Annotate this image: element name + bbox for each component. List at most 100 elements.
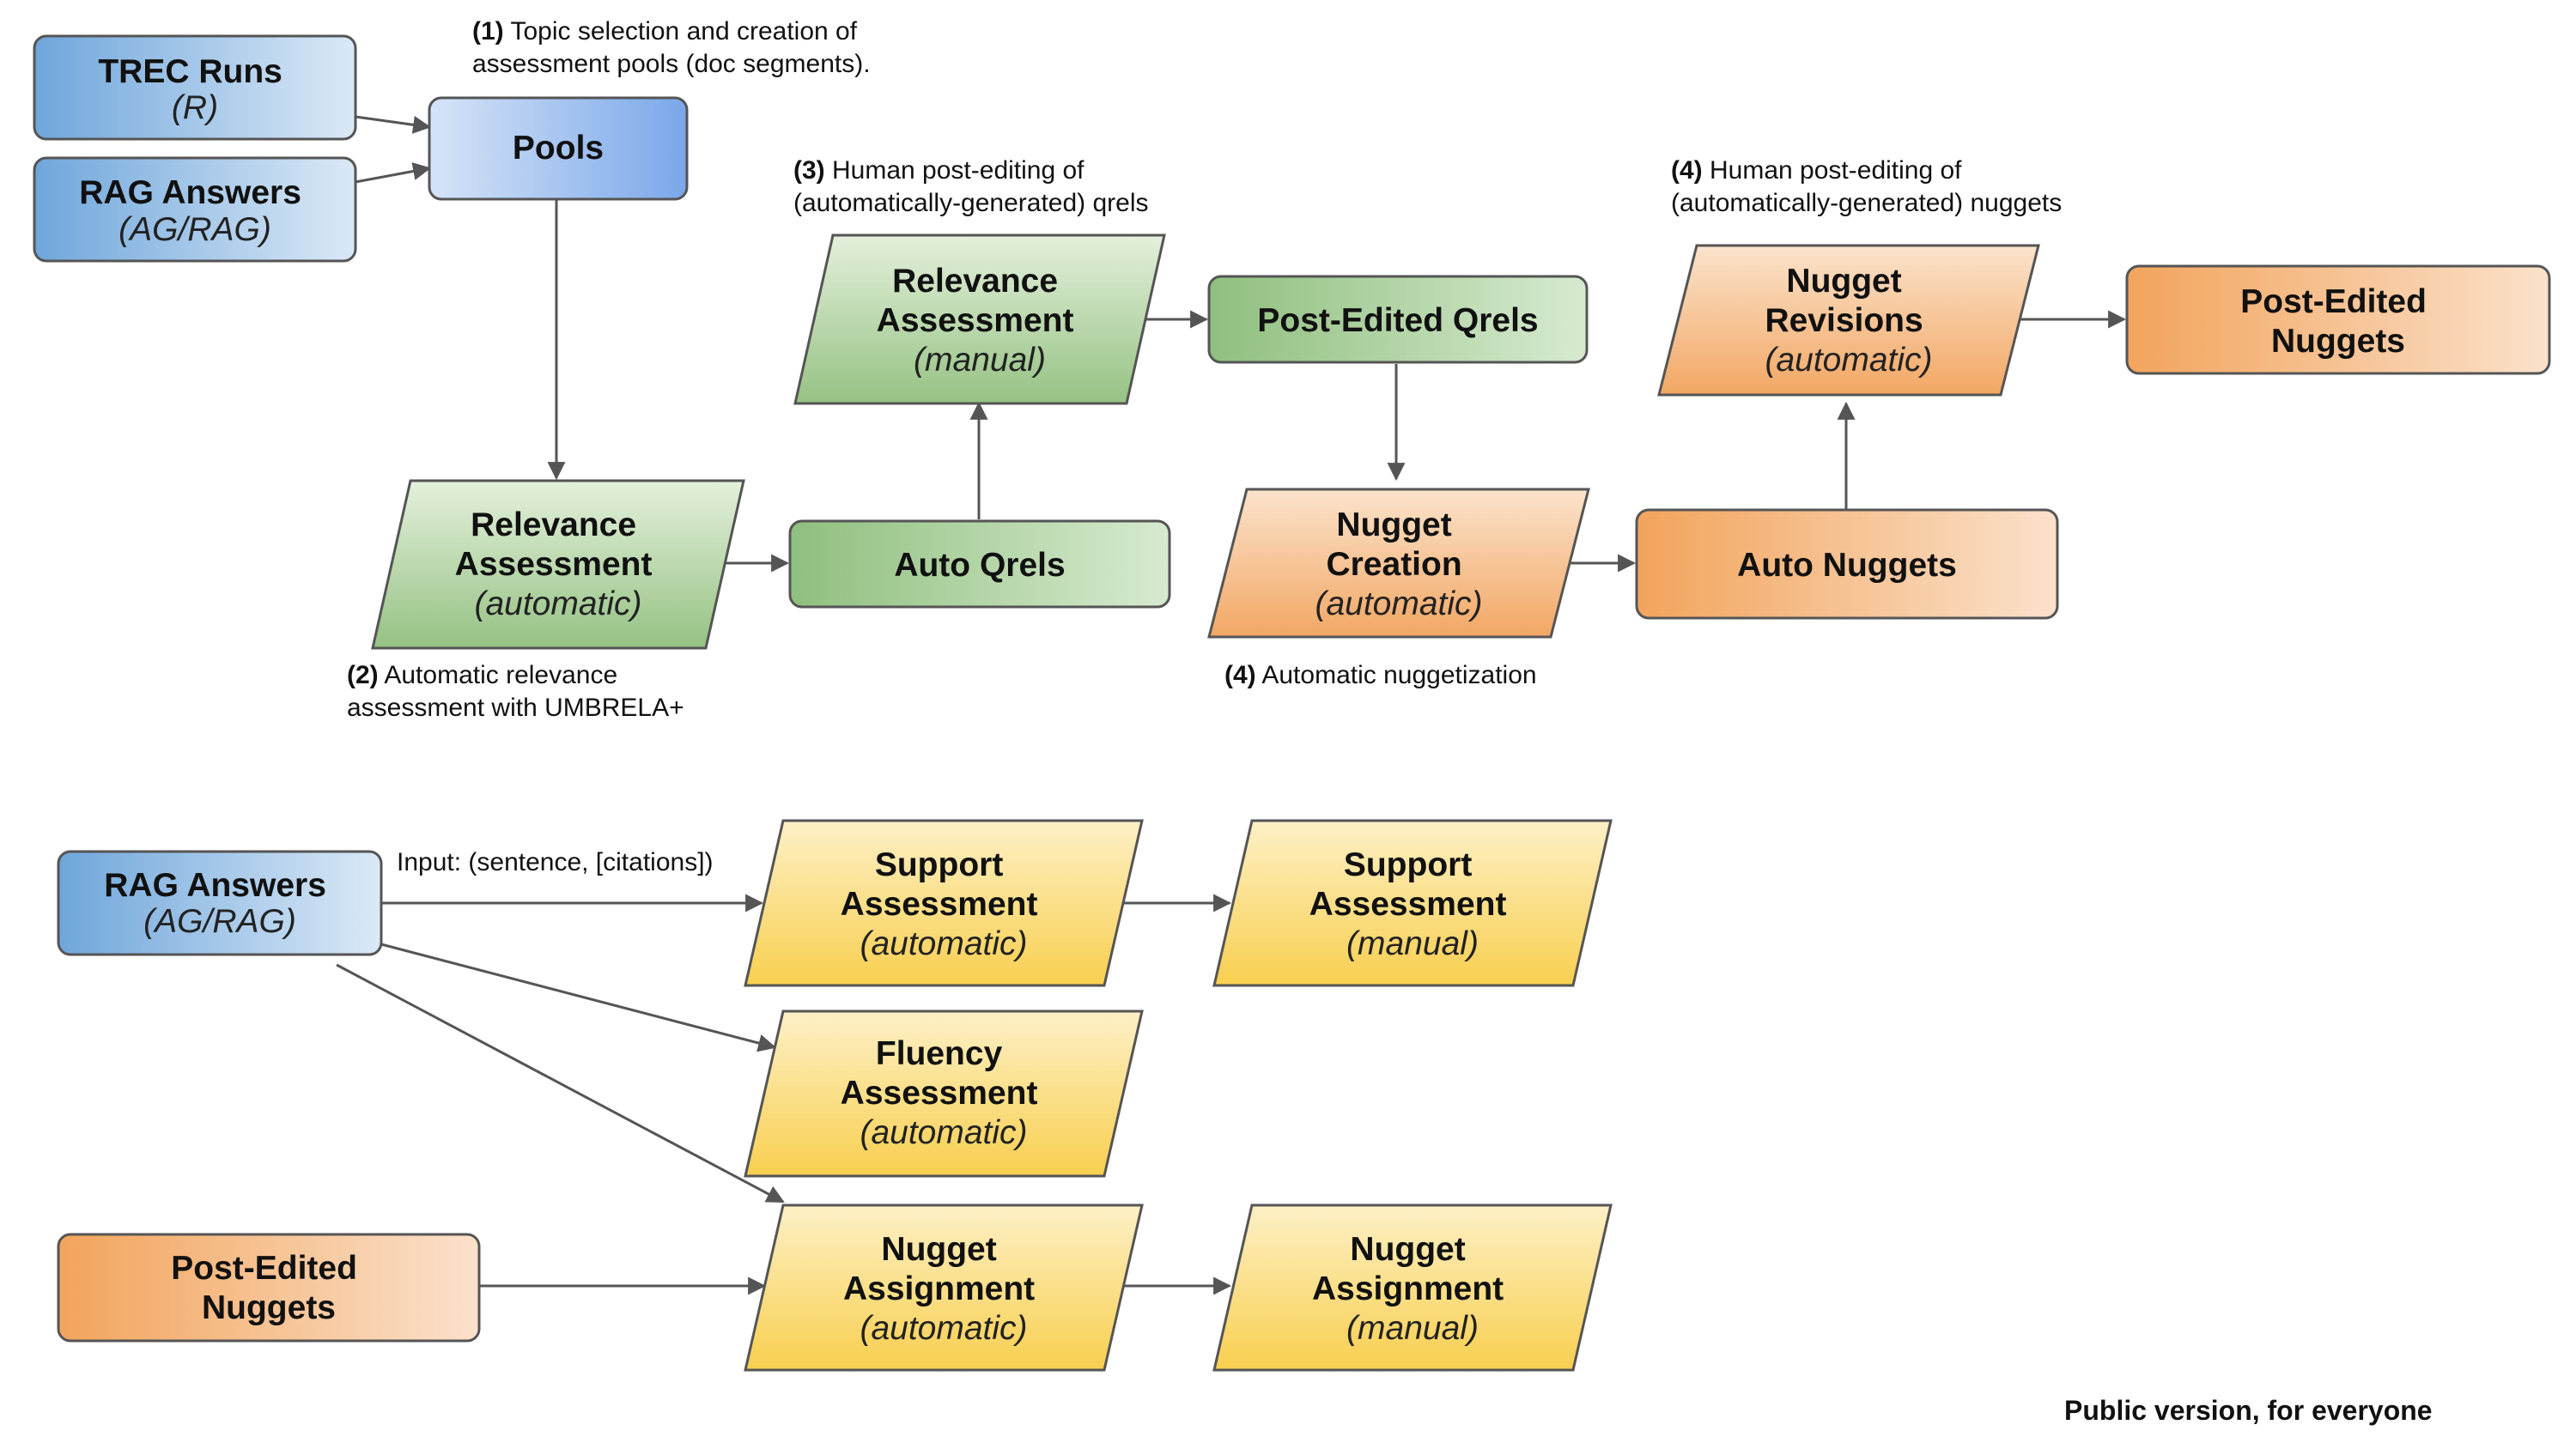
svg-text:RAG Answers (AG/RAG): RAG Answers (AG/RAG)	[104, 867, 335, 940]
post-edited-nuggets-top-line2: Nuggets	[2271, 323, 2405, 360]
node-fluency-auto: Fluency Assessment (automatic)	[744, 1009, 1144, 1178]
support-manual-sub: (manual)	[1346, 925, 1479, 962]
nugget-creation-line2: Creation	[1326, 546, 1461, 583]
edge-rag-answers-to-pools	[355, 162, 432, 184]
pools-title: Pools	[513, 130, 604, 167]
post-edited-qrels-title: Post-Edited Qrels	[1257, 302, 1538, 339]
post-edited-nuggets-bottom-line2: Nuggets	[202, 1289, 336, 1326]
svg-text:Post-Edited Nuggets: Post-Edited Nuggets	[2240, 283, 2436, 360]
node-pools: Pools	[428, 96, 689, 201]
svg-text:Nugget Revisions (: Nugget Revisions (automatic)	[1765, 263, 1932, 379]
relevance-manual-line2: Assessment	[877, 302, 1074, 339]
node-support-manual: Support Assessment (manual)	[1212, 819, 1613, 987]
note-step4a-line1: Automatic nuggetization	[1261, 661, 1536, 689]
auto-qrels-title: Auto Qrels	[894, 547, 1065, 584]
nugget-assign-auto-line2: Assignment	[843, 1270, 1035, 1307]
svg-text:Support Assessment: Support Assessment (manual)	[1309, 846, 1516, 962]
edge-trec-runs-to-pools	[355, 115, 432, 134]
svg-text:Nugget Assignment: Nugget Assignment (manual)	[1312, 1231, 1513, 1347]
fluency-auto-line2: Assessment	[841, 1075, 1038, 1112]
edges	[336, 115, 2127, 1295]
auto-nuggets-title: Auto Nuggets	[1737, 547, 1957, 584]
rag-answers-top-sub: (AG/RAG)	[118, 211, 271, 248]
note-step4b-line1: Human post-editing of	[1710, 156, 1962, 185]
rag-answers-top-title: RAG Answers	[79, 174, 301, 211]
nugget-revisions-sub: (automatic)	[1765, 342, 1932, 379]
node-nugget-assign-manual: Nugget Assignment (manual)	[1212, 1203, 1613, 1372]
svg-text:Nugget Creation (a: Nugget Creation (automatic)	[1315, 506, 1482, 622]
svg-text:Pools: Pools	[513, 130, 604, 167]
svg-text:RAG Answers (AG/RAG): RAG Answers (AG/RAG)	[79, 174, 310, 248]
note-step3: (3) Human post-editing of (automatically…	[793, 156, 1149, 217]
edge-label-input: Input: (sentence, [citations])	[397, 848, 714, 876]
node-post-edited-nuggets-top: Post-Edited Nuggets	[2125, 264, 2551, 375]
svg-text:Auto Qrels: Auto Qrels	[894, 547, 1065, 584]
note-step4b-line2: (automatically-generated) nuggets	[1671, 189, 2062, 217]
note-step2-line1: Automatic relevance	[384, 661, 617, 689]
nugget-creation-sub: (automatic)	[1315, 585, 1482, 622]
edge-rag-answers-to-nugget-assign-auto	[336, 963, 785, 1203]
post-edited-nuggets-bottom-line1: Post-Edited	[171, 1250, 357, 1287]
note-step1-num: (1)	[472, 17, 504, 45]
node-nugget-creation: Nugget Creation (automatic)	[1207, 488, 1590, 639]
nugget-assign-manual-line1: Nugget	[1350, 1231, 1465, 1268]
svg-text:Post-Edited Qrels: Post-Edited Qrels	[1257, 302, 1538, 339]
svg-text:Post-Edited Nuggets: Post-Edited Nuggets	[171, 1250, 367, 1326]
svg-text:Support Assessment: Support Assessment (automatic)	[841, 846, 1048, 962]
note-step4b-num: (4)	[1671, 156, 1703, 185]
note-step4a: (4) Automatic nuggetization	[1224, 661, 1537, 689]
svg-text:Relevance Assessment: Relevance Assessment (manual)	[877, 263, 1084, 379]
svg-text:Relevance Assessment: Relevance Assessment (automatic)	[455, 506, 662, 622]
note-step2-line2: assessment with UMBRELA+	[347, 694, 684, 722]
nugget-assign-auto-line1: Nugget	[881, 1231, 996, 1268]
rag-answers-bottom-title: RAG Answers	[104, 867, 326, 904]
node-rag-answers-bottom: RAG Answers (AG/RAG)	[57, 850, 383, 956]
footer-label: Public version, for everyone	[2064, 1395, 2433, 1426]
note-step1-line1: Topic selection and creation of	[510, 17, 857, 45]
svg-text:Auto Nuggets: Auto Nuggets	[1737, 547, 1957, 584]
nugget-assign-manual-sub: (manual)	[1346, 1310, 1479, 1347]
node-nugget-assign-auto: Nugget Assignment (automatic)	[744, 1203, 1144, 1372]
note-step2: (2) Automatic relevance assessment with …	[347, 661, 684, 722]
edge-rag-answers-to-fluency-auto	[380, 943, 777, 1052]
node-rag-answers-top: RAG Answers (AG/RAG)	[33, 156, 357, 263]
svg-text:Nugget Assignment: Nugget Assignment (automatic)	[843, 1231, 1044, 1347]
note-step3-line2: (automatically-generated) qrels	[793, 189, 1149, 217]
trec-runs-sub: (R)	[172, 89, 218, 126]
note-step4a-num: (4)	[1224, 661, 1256, 689]
node-post-edited-nuggets-bottom: Post-Edited Nuggets	[57, 1233, 481, 1343]
support-manual-line1: Support	[1344, 846, 1472, 883]
note-step2-num: (2)	[347, 661, 379, 689]
node-relevance-manual: Relevance Assessment (manual)	[793, 233, 1166, 405]
fluency-auto-line1: Fluency	[876, 1035, 1003, 1072]
nugget-revisions-line1: Nugget	[1786, 263, 1901, 300]
svg-text:Fluency Assessment: Fluency Assessment (automatic)	[841, 1035, 1048, 1151]
rag-answers-bottom-sub: (AG/RAG)	[143, 903, 296, 940]
note-step3-num: (3)	[793, 156, 825, 185]
relevance-auto-line1: Relevance	[471, 506, 636, 543]
note-step1: (1) Topic selection and creation of asse…	[472, 17, 871, 78]
trec-runs-title: TREC Runs	[98, 53, 283, 90]
nugget-creation-line1: Nugget	[1336, 506, 1451, 543]
node-auto-qrels: Auto Qrels	[788, 519, 1171, 609]
support-auto-sub: (automatic)	[860, 925, 1027, 962]
nugget-assign-auto-sub: (automatic)	[860, 1310, 1027, 1347]
node-nugget-revisions: Nugget Revisions (automatic)	[1657, 244, 2040, 397]
node-auto-nuggets: Auto Nuggets	[1635, 508, 2059, 620]
svg-text:TREC Runs (R): TREC Runs (R)	[98, 53, 291, 126]
support-auto-line1: Support	[875, 846, 1003, 883]
relevance-auto-sub: (automatic)	[474, 585, 641, 622]
nugget-revisions-line2: Revisions	[1765, 302, 1923, 339]
nugget-assign-manual-line2: Assignment	[1312, 1270, 1504, 1307]
fluency-auto-sub: (automatic)	[860, 1114, 1027, 1151]
support-auto-line2: Assessment	[841, 886, 1038, 923]
relevance-manual-sub: (manual)	[914, 342, 1046, 379]
note-step4b: (4) Human post-editing of (automatically…	[1671, 156, 2062, 217]
node-trec-runs: TREC Runs (R)	[33, 34, 357, 141]
support-manual-line2: Assessment	[1309, 886, 1507, 923]
relevance-auto-line2: Assessment	[455, 546, 653, 583]
post-edited-nuggets-top-line1: Post-Edited	[2240, 283, 2427, 320]
node-post-edited-qrels: Post-Edited Qrels	[1207, 275, 1589, 364]
relevance-manual-line1: Relevance	[892, 263, 1058, 300]
